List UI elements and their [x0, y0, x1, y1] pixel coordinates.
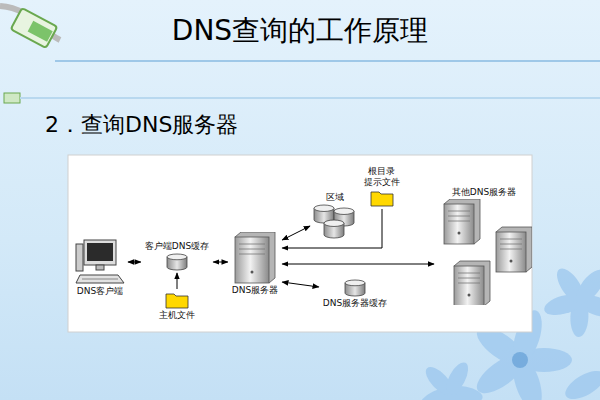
- subtitle: 2．查询DNS服务器: [45, 110, 238, 140]
- server-cache: DNS服务器缓存: [321, 279, 389, 310]
- client-cache: 客户端DNS缓存: [143, 240, 211, 271]
- zone-store: 区域: [312, 191, 358, 240]
- node-label: 其他DNS服务器: [450, 186, 518, 199]
- node-label: DNS服务器缓存: [321, 297, 389, 310]
- connector-arrow: [177, 273, 178, 289]
- node-label: DNS服务器: [230, 284, 280, 297]
- node-label: 区域: [324, 191, 346, 204]
- node-label: 主机文件: [157, 309, 197, 322]
- towers-icon: [436, 199, 532, 305]
- node-label: 根目录 提示文件: [362, 165, 403, 190]
- tower-icon: [233, 232, 277, 284]
- cylinders-icon: [312, 204, 358, 240]
- folder-icon: [165, 291, 189, 309]
- computer-icon: [74, 239, 126, 285]
- slide-title: DNS查询的工作原理: [0, 12, 600, 50]
- cylinder-icon: [166, 253, 188, 271]
- connector-arrow: [128, 262, 141, 263]
- hosts-file: 主机文件: [157, 291, 197, 322]
- connector-arrow: [282, 282, 319, 287]
- cylinder-icon: [344, 279, 366, 297]
- connector-arrow: [282, 264, 434, 265]
- node-label: 客户端DNS缓存: [143, 240, 211, 253]
- client-computer: DNS客户端: [74, 239, 126, 298]
- folder-icon: [370, 189, 394, 207]
- dns-server: DNS服务器: [230, 232, 280, 297]
- connector-arrow: [213, 262, 228, 263]
- connector-arrow: [282, 226, 310, 240]
- other-dns-servers: 其他DNS服务器: [436, 186, 532, 305]
- cable-decoration: [0, 6, 600, 103]
- node-label: DNS客户端: [75, 285, 125, 298]
- root-hints-file: 根目录 提示文件: [362, 165, 403, 208]
- connector-arrow: [282, 209, 382, 248]
- diagram-panel: [68, 155, 532, 332]
